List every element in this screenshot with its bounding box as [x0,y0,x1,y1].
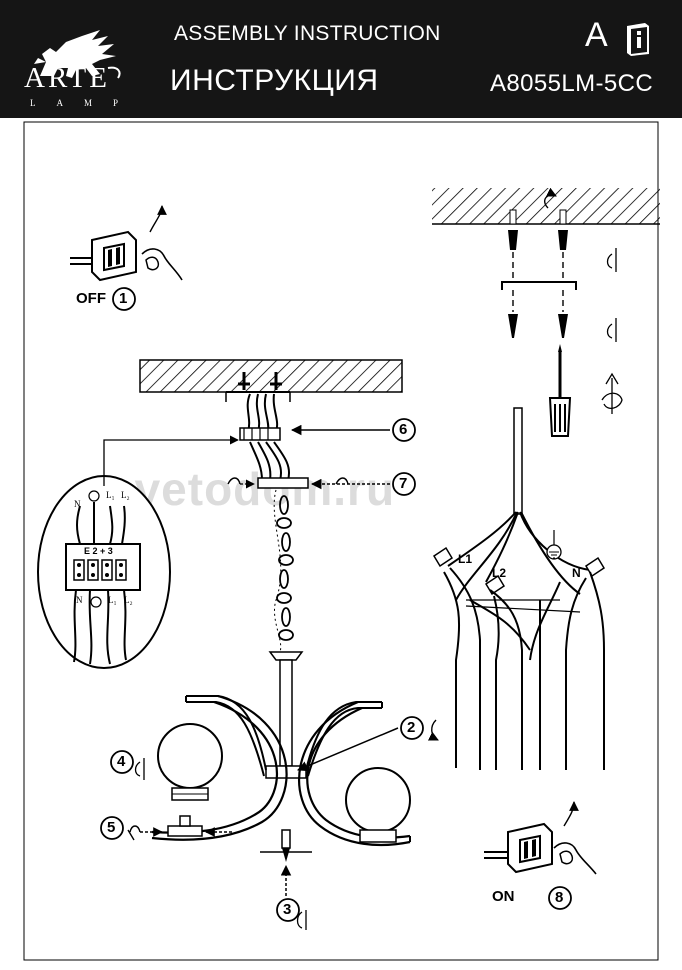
step-7-number: 7 [399,475,408,492]
model-number: A8055LM-5CC [490,70,654,97]
terminal-bottom-label-l2: L₂ [124,595,133,605]
watermark-text: svetodom.ru [108,463,396,515]
section-letter: A [585,16,608,54]
step-8-number: 8 [555,889,564,906]
header-bar: ARTE LAMP ASSEMBLY INSTRUCTION ИНСТРУКЦИ… [0,0,682,118]
terminal-top-label-l1: L₁ [106,490,115,500]
switch-on-icon [484,801,597,875]
step-6-number: 6 [399,421,408,438]
griffin-logo-icon [34,30,121,79]
step-3-number: 3 [283,901,292,918]
title-russian: ИНСТРУКЦИЯ [170,64,379,97]
brand-name: ARTE [24,62,110,94]
terminal-top-label-l2: L₂ [121,490,130,500]
step-5-number: 5 [107,819,116,836]
title-english: ASSEMBLY INSTRUCTION [174,22,441,45]
step-1-number: 1 [119,290,128,307]
step-8-label: ON [492,888,515,905]
switch-off-icon [70,205,183,282]
terminal-top-label-n: N [74,499,81,509]
wire-label-l2: L2 [492,566,507,580]
terminal-bottom-label-n: N [76,595,83,605]
step-1-label: OFF [76,290,106,307]
step-4-number: 4 [117,753,126,770]
step-2-number: 2 [407,719,416,736]
wire-label-n: N [572,566,581,580]
wire-label-l1: L1 [458,552,473,566]
info-book-icon [627,23,649,56]
terminal-block-label: E 2 + 3 [84,546,113,556]
brand-subtitle: LAMP [30,98,140,108]
terminal-bottom-label-l1: L₁ [108,595,117,605]
